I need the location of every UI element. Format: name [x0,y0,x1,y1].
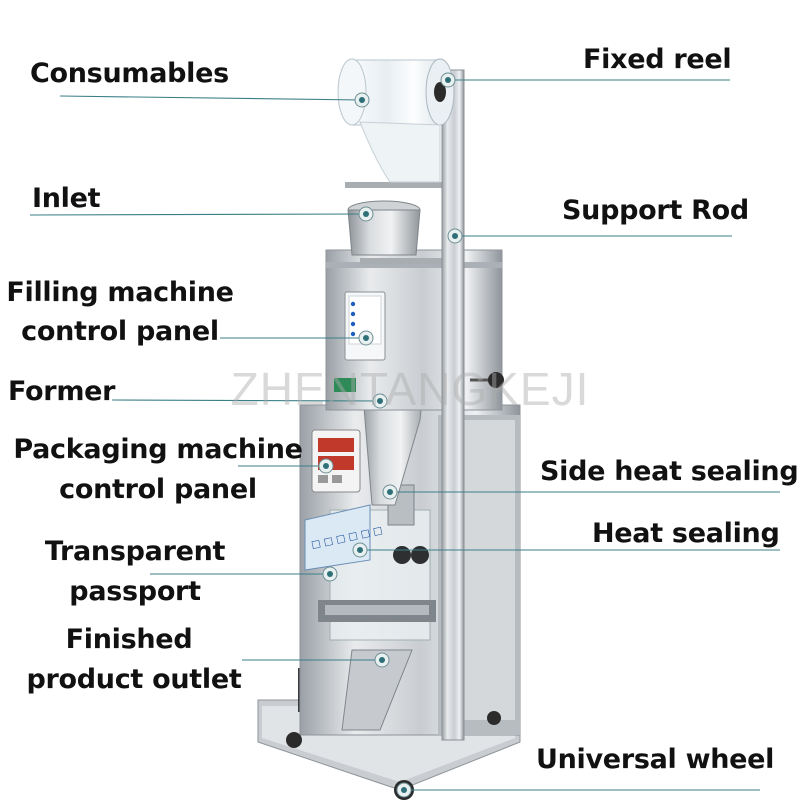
marker-consumables-icon [354,92,370,108]
leader-line-consumables [59,95,363,101]
marker-outlet-icon [374,652,390,668]
leader-line-inlet [29,213,367,216]
inlet-illustration [347,209,421,256]
watermark: ZHENTANGKEJI [230,363,590,415]
label-fixed-reel: Fixed reel [583,44,732,75]
label-inlet: Inlet [32,183,101,214]
marker-universal-wheel-icon [396,782,412,798]
label-transparent-line2: passport [69,576,201,607]
label-packaging-panel-line1: Packaging machine [13,434,303,465]
label-transparent-line1: Transparent [44,536,226,567]
label-outlet-line2: product outlet [26,664,242,695]
label-consumables: Consumables [30,58,229,89]
label-universal-wheel: Universal wheel [536,744,775,775]
marker-inlet-icon [358,206,374,222]
marker-packaging-panel-icon [318,458,334,474]
outlet-illustration [341,649,413,731]
marker-former-icon [372,393,388,409]
label-packaging-panel-line2: control panel [59,474,257,505]
marker-fixed-reel-icon [440,72,456,88]
marker-side-heat-sealing-icon [382,484,398,500]
marker-support-rod-icon [447,228,463,244]
leader-lines [29,79,780,791]
marker-filling-panel-icon [358,330,374,346]
label-former: Former [8,376,116,407]
label-filling-panel-line1: Filling machine [6,277,234,308]
label-support-rod: Support Rod [562,195,749,226]
label-filling-panel-line2: control panel [21,316,219,347]
marker-heat-sealing-icon [352,542,368,558]
label-heat-sealing: Heat sealing [592,518,780,549]
label-outlet-line1: Finished [65,624,193,655]
leader-line-former [111,399,381,402]
markers [318,72,463,798]
machine-illustration: □ □ □ □ □ □ [257,58,521,800]
marker-transparent-icon [322,566,338,582]
label-side-heat-sealing: Side heat sealing [540,456,799,487]
